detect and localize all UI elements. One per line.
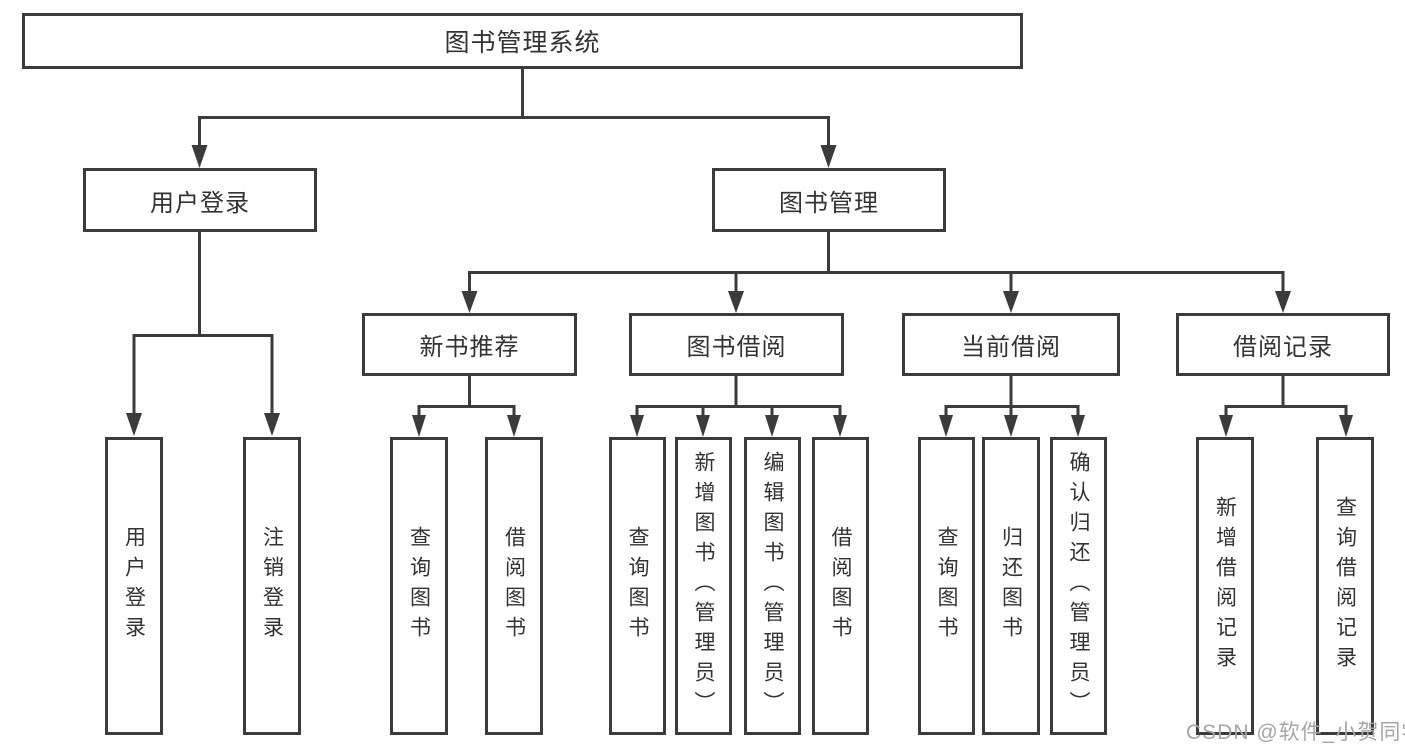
node-library-management-system: 图书管理系统: [22, 13, 1023, 69]
node-user-login: 用户登录: [83, 168, 317, 232]
node-label: 确认归还（管理员）: [1067, 451, 1090, 721]
leaf-confirm-return-admin: 确认归还（管理员）: [1050, 437, 1107, 735]
leaf-edit-book-admin: 编辑图书（管理员）: [744, 437, 801, 735]
watermark: CSDN @软件_小贺同学: [1186, 721, 1405, 744]
leaf-add-book-admin: 新增图书（管理员）: [675, 437, 732, 735]
leaf-query-borrow-record: 查询借阅记录: [1316, 437, 1374, 735]
leaf-user-login: 用户登录: [105, 437, 163, 735]
node-label: 图书管理系统: [444, 29, 601, 57]
node-label: 用户登录: [122, 526, 146, 646]
leaf-query-books-recommend: 查询图书: [390, 437, 448, 735]
node-label: 查询图书: [935, 526, 958, 646]
leaf-borrow-books: 借阅图书: [812, 437, 869, 735]
node-label: 查询借阅记录: [1333, 496, 1357, 676]
leaf-return-book: 归还图书: [982, 437, 1040, 735]
node-label: 新增借阅记录: [1213, 496, 1237, 676]
node-label: 当前借阅: [961, 334, 1061, 361]
node-label: 借阅图书: [502, 526, 526, 646]
node-borrowing-records: 借阅记录: [1176, 313, 1390, 376]
node-book-management: 图书管理: [712, 168, 946, 232]
node-label: 注销登录: [260, 526, 284, 646]
node-label: 图书管理: [779, 189, 879, 217]
leaf-add-borrow-record: 新增借阅记录: [1196, 437, 1254, 735]
node-book-borrowing: 图书借阅: [629, 313, 844, 376]
node-label: 编辑图书（管理员）: [761, 451, 784, 721]
node-label: 新增图书（管理员）: [692, 451, 715, 721]
node-label: 图书借阅: [686, 334, 787, 361]
node-label: 新书推荐: [419, 334, 520, 361]
leaf-query-books-current: 查询图书: [918, 437, 975, 735]
leaf-logout: 注销登录: [243, 437, 301, 735]
node-label: 查询图书: [626, 526, 649, 646]
leaf-borrow-books-recommend: 借阅图书: [485, 437, 543, 735]
node-label: 用户登录: [150, 189, 250, 217]
node-label: 借阅图书: [829, 526, 852, 646]
node-label: 查询图书: [407, 526, 431, 646]
node-current-borrowing: 当前借阅: [902, 313, 1120, 376]
node-label: 归还图书: [999, 526, 1023, 646]
node-new-book-recommendation: 新书推荐: [362, 313, 577, 376]
node-label: 借阅记录: [1233, 334, 1333, 361]
leaf-query-books-borrow: 查询图书: [609, 437, 666, 735]
